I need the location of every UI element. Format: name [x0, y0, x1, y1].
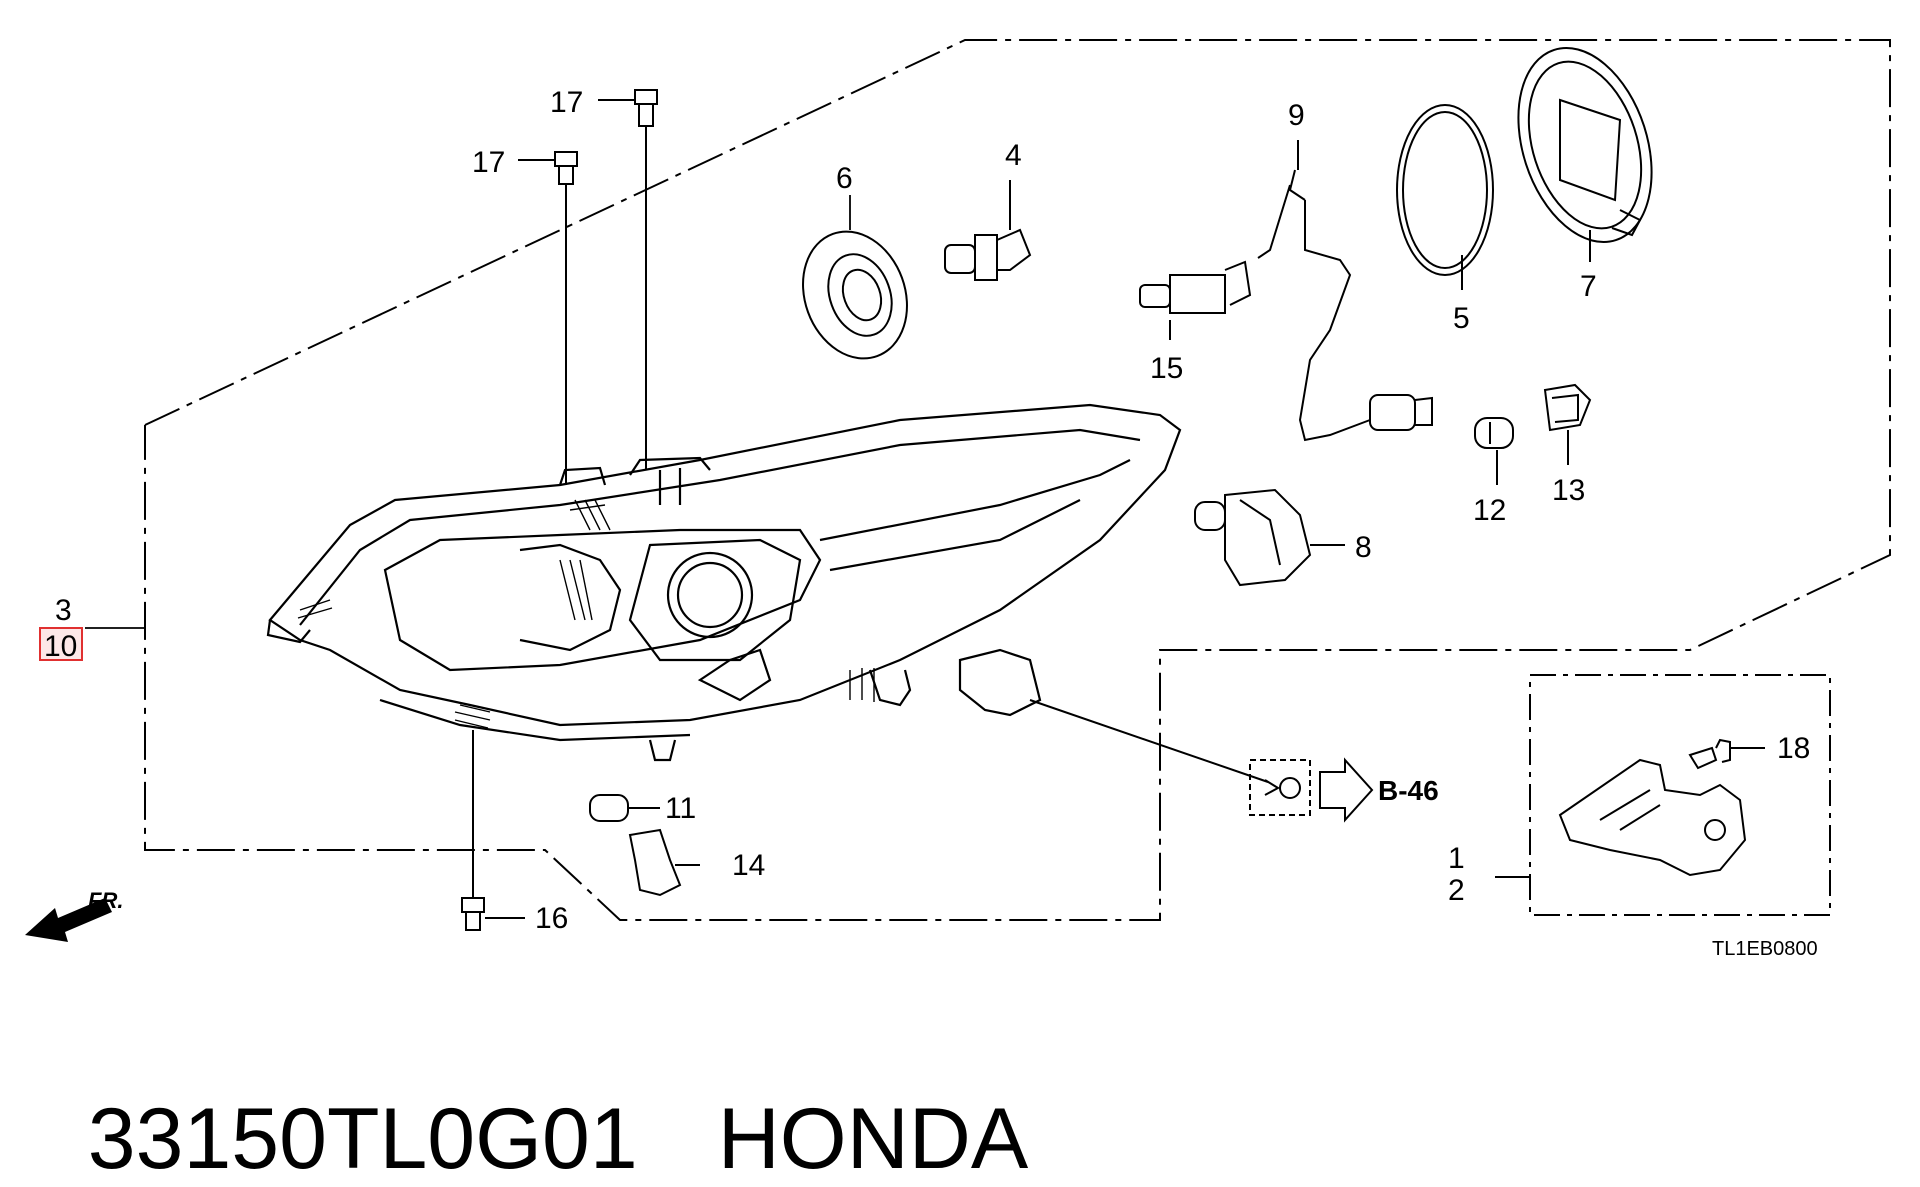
callout-17-top: 17 — [550, 86, 583, 119]
headlight-housing — [266, 403, 1182, 762]
callout-17-second: 17 — [472, 146, 505, 179]
callout-18: 18 — [1777, 732, 1810, 765]
parts-diagram: FR. 1 2 3 4 5 6 7 8 9 10 11 12 13 14 15 … — [25, 39, 1891, 960]
callout-13: 13 — [1552, 474, 1585, 507]
wire-harness-part-9 — [1257, 140, 1433, 442]
callout-10: 10 — [44, 630, 77, 663]
drawing-code: TL1EB0800 — [1712, 938, 1818, 960]
callout-9: 9 — [1288, 99, 1305, 132]
callout-5: 5 — [1453, 302, 1470, 335]
callout-10-highlight: 10 — [39, 627, 83, 663]
callout-4: 4 — [1005, 139, 1022, 172]
socket-part-14 — [628, 828, 700, 897]
seal-gasket-part-6 — [802, 230, 908, 360]
ring-part-5 — [1396, 104, 1494, 290]
assembly-boundary — [144, 39, 1891, 921]
bracket-inset-box — [1529, 674, 1831, 916]
bulb-part-15 — [1139, 260, 1252, 340]
bracket-part-1-2 — [1495, 758, 1747, 878]
bulb-part-12 — [1474, 417, 1514, 485]
bolt-part-17a — [598, 89, 658, 470]
callout-7: 7 — [1580, 270, 1597, 303]
bolt-part-16 — [461, 730, 525, 931]
callout-3: 3 — [55, 594, 72, 627]
actuator-part-8 — [1194, 488, 1345, 587]
callout-11: 11 — [665, 792, 696, 825]
bulb-part-11 — [589, 794, 660, 822]
bolt-part-17b — [518, 151, 578, 485]
cover-cap-part-7 — [1517, 46, 1653, 262]
callout-12: 12 — [1473, 494, 1506, 527]
callout-16: 16 — [535, 902, 568, 935]
callout-8: 8 — [1355, 531, 1372, 564]
part-number: 33150TL0G01 — [87, 1091, 638, 1187]
callout-2: 2 — [1448, 874, 1465, 907]
socket-part-13 — [1543, 383, 1592, 465]
callout-1: 1 — [1448, 842, 1465, 875]
callout-6: 6 — [836, 162, 853, 195]
leader-lines — [85, 195, 851, 629]
bulb-part-4 — [944, 180, 1032, 281]
callout-14: 14 — [732, 849, 765, 882]
reference-connector — [1029, 699, 1374, 823]
front-marker-label: FR. — [88, 888, 123, 913]
brand-name: HONDA — [717, 1091, 1029, 1187]
callout-15: 15 — [1150, 352, 1183, 385]
screw-part-18 — [1688, 738, 1765, 770]
front-arrow-icon: FR. — [25, 888, 123, 942]
reference-label: B-46 — [1378, 775, 1439, 806]
